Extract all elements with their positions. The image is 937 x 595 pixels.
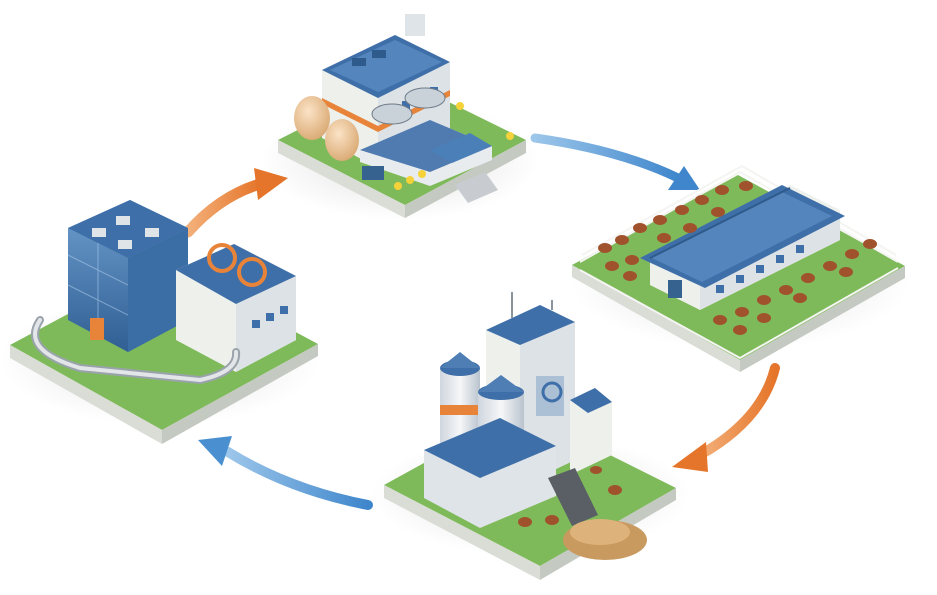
station-feed-mill bbox=[370, 292, 690, 580]
egg-icon bbox=[294, 96, 359, 161]
arrow-feedmill-to-plant bbox=[198, 436, 373, 510]
station-processing-plant bbox=[0, 200, 320, 444]
arrow-hatchery-to-farm bbox=[530, 133, 700, 190]
chicken-flock-icon bbox=[598, 181, 877, 335]
station-hatchery bbox=[260, 14, 540, 220]
station-poultry-farm bbox=[570, 164, 910, 372]
arrow-farm-to-feedmill bbox=[672, 363, 780, 472]
gear-icon bbox=[207, 243, 267, 287]
